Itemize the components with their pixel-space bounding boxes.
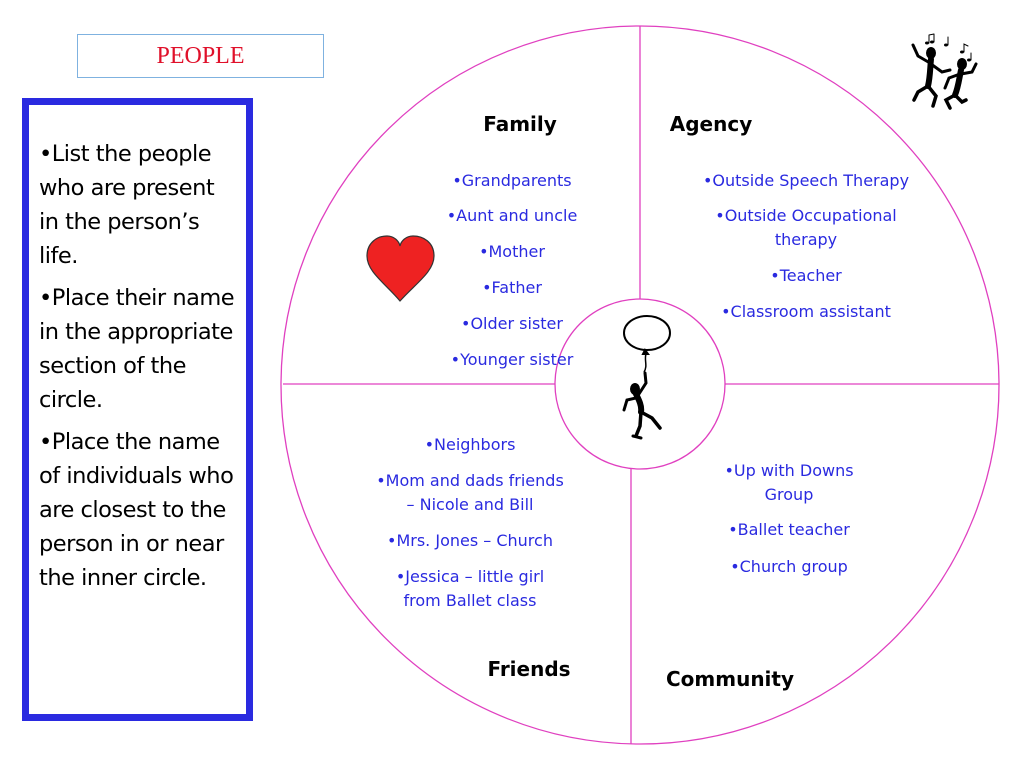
family-item: •Aunt and uncle (447, 206, 578, 225)
instruction-item: •Place their name in the appropriate sec… (39, 285, 235, 413)
instruction-item: •Place the name of individuals who are c… (39, 429, 234, 591)
community-item: •Up with Downs (724, 461, 853, 480)
friends-item: •Jessica – little girl (396, 567, 544, 586)
instructions-panel: •List the people who are present in the … (22, 98, 253, 721)
friends-item: – Nicole and Bill (407, 495, 534, 514)
family-item: •Grandparents (452, 171, 571, 190)
agency-item: •Outside Occupational (715, 206, 897, 225)
friends-item: from Ballet class (404, 591, 537, 610)
family-item: •Mother (479, 242, 545, 261)
heading-agency: Agency (670, 112, 753, 136)
heading-family: Family (483, 112, 557, 136)
family-item: •Father (482, 278, 542, 297)
title-box: PEOPLE (77, 34, 324, 78)
agency-item: •Teacher (770, 266, 842, 285)
dancing-figures-icon (911, 33, 978, 110)
friends-item: •Mom and dads friends (376, 471, 564, 490)
heart-icon (366, 235, 435, 302)
heading-friends: Friends (487, 657, 570, 681)
inner-circle (554, 298, 726, 470)
friends-item: •Mrs. Jones – Church (387, 531, 553, 550)
heading-community: Community (666, 667, 794, 691)
friends-item: •Neighbors (425, 435, 516, 454)
agency-item: therapy (775, 230, 837, 249)
instruction-item: •List the people who are present in the … (39, 141, 215, 269)
agency-item: •Classroom assistant (721, 302, 891, 321)
balloon-figure-icon (622, 315, 671, 440)
page-title: PEOPLE (156, 42, 245, 69)
community-item: •Ballet teacher (728, 520, 850, 539)
family-item: •Older sister (461, 314, 563, 333)
community-item: •Church group (730, 557, 848, 576)
family-item: •Younger sister (451, 350, 574, 369)
agency-item: •Outside Speech Therapy (703, 171, 909, 190)
community-item: Group (765, 485, 814, 504)
